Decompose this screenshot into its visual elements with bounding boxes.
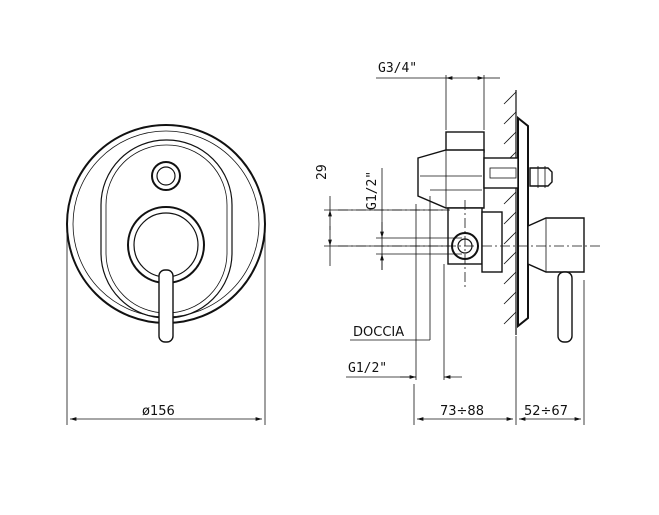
- wall-hatching: [503, 91, 517, 325]
- lever-hub-side: [527, 217, 585, 273]
- upper-body: [417, 149, 485, 209]
- diverter-stem: [483, 157, 519, 189]
- front-view: ø156: [66, 124, 266, 425]
- g12-bottom-label: G1/2": [348, 361, 387, 376]
- depth-body-label: 73÷88: [440, 404, 484, 419]
- diverter-knob-inner: [156, 166, 176, 186]
- lever-handle-side: [557, 271, 573, 343]
- g34-label: G3/4": [378, 61, 417, 76]
- lever-handle: [158, 269, 174, 343]
- cover-plate-profile: [517, 115, 529, 329]
- depth-trim-label: 52÷67: [524, 404, 568, 419]
- side-view: G3/4" 29 G1/2" DOCCIA G1/2" 73÷88: [315, 61, 600, 425]
- doccia-label: DOCCIA: [353, 325, 404, 340]
- lever-hub-inner: [133, 212, 199, 278]
- top-inlet-fitting: [445, 131, 485, 153]
- diverter-knob-side: [529, 167, 553, 187]
- diverter-knob-outer: [151, 161, 181, 191]
- lower-mixer-block: [481, 211, 503, 273]
- dim29-label: 29: [315, 164, 330, 180]
- diameter-label: ø156: [142, 404, 175, 419]
- g12-top-label: G1/2": [365, 171, 380, 210]
